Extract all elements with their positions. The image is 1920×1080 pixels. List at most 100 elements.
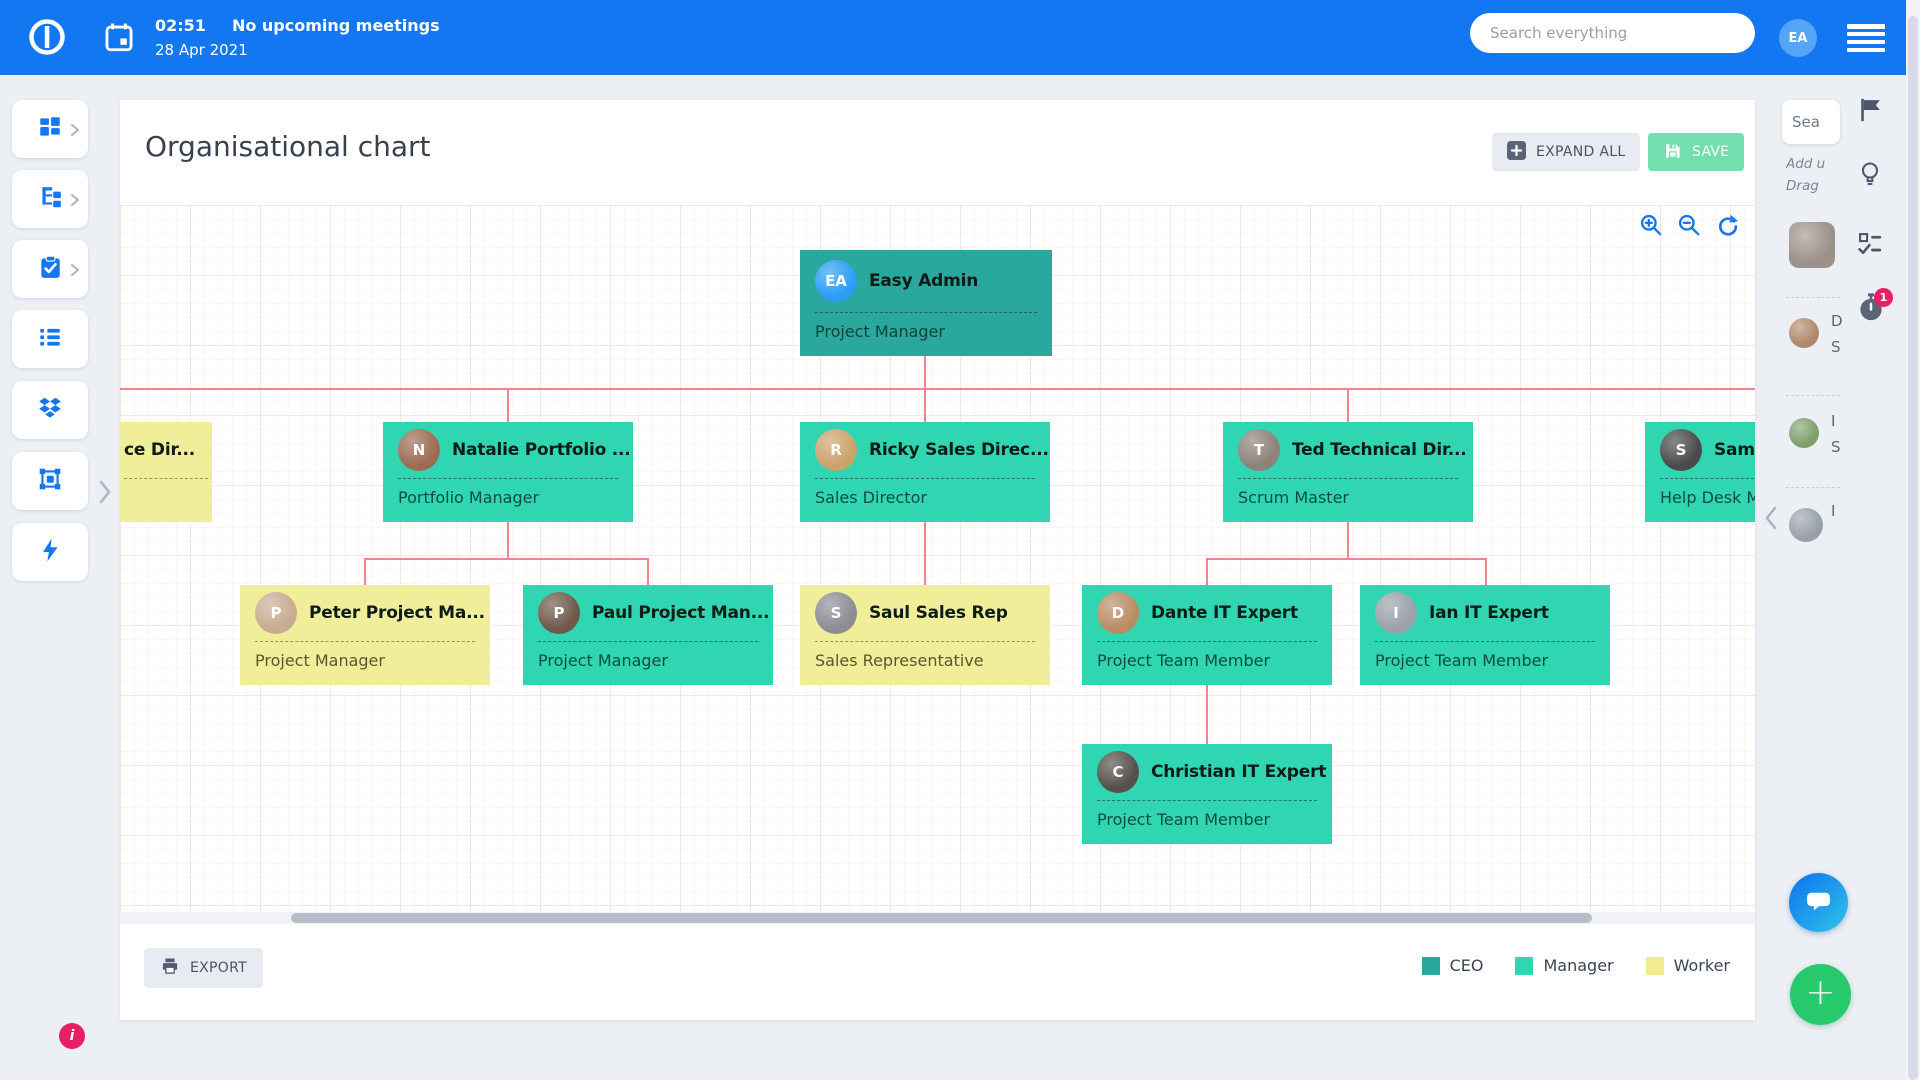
avatar: N (398, 429, 440, 471)
org-node-name: Natalie Portfolio ... (452, 440, 631, 460)
legend-label: Worker (1673, 956, 1730, 975)
floppy-disk-icon (1663, 141, 1682, 164)
app-logo-icon[interactable] (26, 16, 68, 62)
org-connector-line (507, 390, 509, 422)
org-node-name: ce Dir... (124, 440, 195, 460)
info-badge[interactable]: i (59, 1023, 85, 1049)
org-connector-line (364, 558, 649, 560)
org-connector-line (924, 356, 926, 389)
hamburger-menu-icon[interactable] (1847, 24, 1885, 53)
right-user-text-fragment: I (1831, 502, 1836, 520)
org-node-paul[interactable]: P Paul Project Man... Project Manager (523, 585, 773, 685)
divider (124, 478, 208, 479)
expand-all-button[interactable]: EXPAND ALL (1492, 133, 1641, 171)
flag-icon (1856, 98, 1884, 128)
chevron-right-icon (69, 122, 81, 141)
right-user-avatar[interactable] (1789, 508, 1823, 542)
sidebar-item-list[interactable] (12, 310, 88, 368)
org-node-name: Ted Technical Dir... (1292, 440, 1467, 460)
divider (815, 641, 1035, 642)
divider (538, 641, 758, 642)
bolt-icon (37, 537, 63, 567)
org-node-name: Paul Project Man... (592, 603, 770, 623)
right-icon-checklist[interactable] (1856, 230, 1884, 262)
export-label: EXPORT (190, 960, 247, 976)
save-button[interactable]: SAVE (1648, 133, 1745, 171)
org-connector-line (1206, 558, 1487, 560)
right-hint-line2: Drag (1786, 178, 1819, 194)
sidebar-item-tasks[interactable] (12, 240, 88, 298)
refresh-icon[interactable] (1714, 212, 1740, 242)
org-connector-line (924, 522, 926, 585)
sidebar-item-dashboard[interactable] (12, 100, 88, 158)
right-search-input[interactable]: Sea (1782, 100, 1840, 144)
sidebar-item-org-structure[interactable] (12, 170, 88, 228)
search-input[interactable] (1470, 13, 1755, 53)
sidebar-expand-chevron-icon[interactable] (96, 478, 114, 510)
org-connector-line (1206, 685, 1208, 744)
org-connector-line (1206, 560, 1208, 585)
right-user-avatar[interactable] (1789, 418, 1819, 448)
org-node-office-dir[interactable]: ce Dir... (120, 422, 212, 522)
plus-square-icon (1507, 140, 1526, 164)
avatar: R (815, 429, 857, 471)
sidebar-item-quick-actions[interactable] (12, 523, 88, 581)
stopwatch-icon (1856, 293, 1886, 326)
avatar: S (815, 592, 857, 634)
avatar: P (255, 592, 297, 634)
avatar: D (1097, 592, 1139, 634)
org-node-name: Easy Admin (869, 271, 979, 291)
avatar: P (538, 592, 580, 634)
right-user-avatar[interactable] (1789, 318, 1819, 348)
org-node-role: Project Manager (538, 651, 668, 670)
list-icon (37, 324, 63, 354)
panel-collapse-chevron-icon[interactable] (1763, 505, 1779, 535)
org-node-role: Project Team Member (1097, 651, 1271, 670)
export-button[interactable]: EXPORT (144, 948, 263, 988)
lightbulb-icon (1856, 162, 1884, 192)
divider (1097, 641, 1317, 642)
org-node-role: Scrum Master (1238, 488, 1349, 507)
clipboard-check-icon (37, 254, 63, 284)
right-panel-divider (1786, 487, 1840, 488)
org-node-name: Dante IT Expert (1151, 603, 1298, 623)
right-icon-ideas[interactable] (1856, 160, 1884, 192)
org-node-role: Project Team Member (1097, 810, 1271, 829)
legend-label: Manager (1543, 956, 1614, 975)
chat-fab-button[interactable] (1789, 873, 1848, 932)
divider (815, 478, 1035, 479)
zoom-in-icon[interactable] (1638, 212, 1664, 242)
meetings-status: No upcoming meetings (231, 16, 440, 35)
sidebar-item-artboard[interactable] (12, 452, 88, 510)
page-title: Organisational chart (145, 130, 431, 163)
add-fab-button[interactable]: + (1790, 964, 1851, 1025)
divider (1097, 800, 1317, 801)
org-node-role: Project Team Member (1375, 651, 1549, 670)
org-node-role: Help Desk M... (1660, 488, 1755, 507)
user-avatar[interactable]: EA (1779, 19, 1817, 57)
sidebar-item-dropbox[interactable] (12, 381, 88, 439)
org-node-name: Ian IT Expert (1429, 603, 1549, 623)
org-connector-line (924, 390, 926, 422)
calendar-icon[interactable] (102, 20, 136, 58)
chart-hscroll-thumb[interactable] (291, 913, 1592, 923)
right-icon-flag[interactable] (1856, 96, 1884, 128)
page-vscroll-thumb[interactable] (1908, 16, 1918, 1080)
right-user-avatar[interactable] (1789, 222, 1835, 268)
plus-icon: + (1805, 972, 1836, 1013)
zoom-out-icon[interactable] (1676, 212, 1702, 242)
